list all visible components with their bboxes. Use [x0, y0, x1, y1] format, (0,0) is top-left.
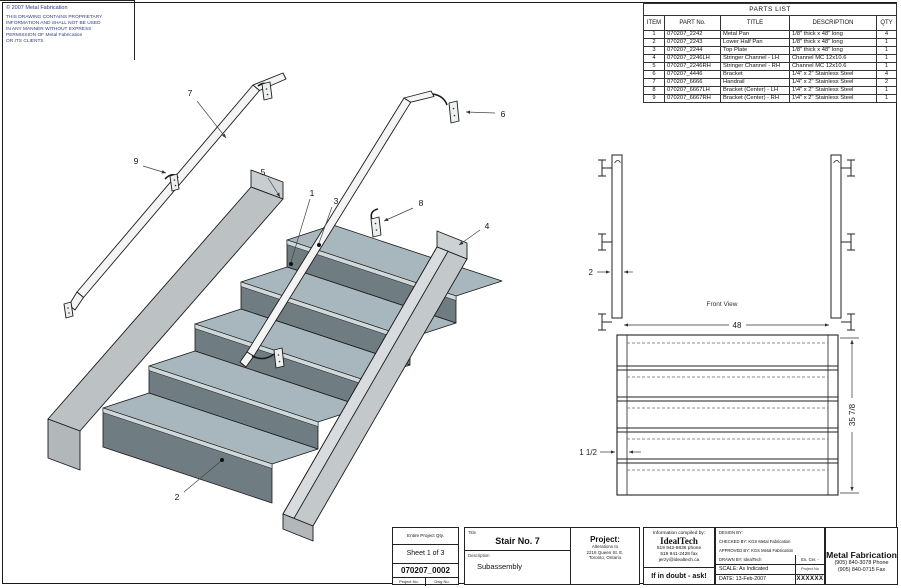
dim-overall-height: 35 7/8 [848, 403, 857, 426]
col-part-no: PART No. [664, 15, 721, 31]
drawn-by-row: DRAWN BY: IdealTech En. Cer. - [716, 555, 824, 564]
dwg-no-label: Dwg No. [434, 579, 450, 584]
company-fax: (905) 840-0715 Fax [837, 566, 886, 573]
en-cer: En. Cer. - [795, 555, 824, 564]
front-view-caption: Front View [707, 301, 738, 308]
number-labels: Project No. Dwg No. [393, 577, 458, 586]
front-dimensions [597, 270, 859, 494]
balloon-1: 1 [310, 188, 315, 198]
front-view: 2 48 35 7/8 1 1/2 Front View [579, 154, 859, 496]
project-no-value: XXXXXX [795, 575, 824, 584]
approved-by: APPROVED BY: KGS Metal Fabrication [719, 548, 794, 553]
bracket-mark [598, 159, 612, 331]
handrail-right [239, 90, 460, 369]
col-qty: QTY [875, 15, 898, 31]
parts-list-table: PARTS LIST ITEM PART No. TITLE DESCRIPTI… [642, 3, 898, 103]
info-company: IdealTech [660, 536, 698, 546]
isometric-view: 1 2 3 4 5 6 7 8 9 [47, 72, 506, 542]
front-bracket-marks [598, 159, 855, 331]
info-phone: 519 942-9836 phone [656, 546, 702, 551]
balloon-4: 4 [485, 221, 490, 231]
balloon-leaders [142, 100, 496, 493]
front-posts [611, 154, 842, 319]
balloon-2: 2 [175, 492, 180, 502]
parts-list-title: PARTS LIST [642, 3, 898, 16]
hidden-lines [627, 342, 828, 471]
motto: If in doubt - ask! [644, 567, 714, 580]
col-title: TITLE [720, 15, 790, 31]
drawn-by: DRAWN BY: IdealTech [719, 557, 762, 562]
info-email: jerzy@idealtech.ca [658, 557, 700, 563]
scale-row: SCALE: As Indicated Project No [716, 564, 824, 574]
col-description: DESCRIPTION [789, 15, 877, 31]
project-no-label: Project No. [393, 578, 426, 586]
checked-by: CHECKED BY: KGS Metal Fabrication [719, 539, 791, 544]
tread-edge-lines [617, 365, 838, 464]
company-phone: (905) 840-3078 Phone [834, 560, 889, 566]
drawing-title: Stair No. 7 [465, 535, 570, 551]
project-label: Project: [590, 535, 620, 544]
dim-overall-width: 48 [733, 321, 742, 330]
sheet-count: Sheet 1 of 3 [393, 545, 458, 564]
dim-post-width: 2 [589, 268, 594, 277]
balloon-6: 6 [501, 109, 506, 119]
handrail-right-mid-bracket [370, 208, 382, 238]
col-item: ITEM [643, 15, 665, 31]
title-description: Title Stair No. 7 Description Subassembl… [465, 528, 571, 584]
stringer-channel-right [282, 230, 468, 542]
description-label: Description [468, 553, 490, 558]
handrail-left-top-bracket [257, 81, 273, 101]
handrail-right-center-bracket [251, 347, 285, 369]
info-fax: 519 941-2428 fax [660, 551, 698, 557]
handrail-left-mid-bracket [164, 173, 180, 192]
design-by: DESIGN BY: [719, 530, 743, 535]
title-label: Title [468, 530, 476, 535]
stringer-channel-left [47, 169, 284, 471]
date-row: DATE: 13-Feb-2007 XXXXXX [716, 574, 824, 584]
front-dim-text: 2 48 35 7/8 1 1/2 [579, 268, 857, 457]
entire-project-qty-label: Entire Project Qty. [393, 528, 458, 545]
info-label: Information compiled by: [652, 531, 706, 536]
balloon-8: 8 [419, 198, 424, 208]
drawing-number: 070207_0002 [401, 566, 450, 575]
balloon-labels: 1 2 3 4 5 6 7 8 9 [134, 88, 506, 502]
sheet-number-block: Entire Project Qty. Sheet 1 of 3 070207_… [392, 527, 459, 586]
balloon-5: 5 [261, 167, 266, 177]
company-block: Metal Fabrication (905) 840-3078 Phone (… [825, 527, 898, 585]
copyright-box: © 2007 Metal Fabrication THIS DRAWING CO… [0, 0, 135, 60]
drawing-description: Subassembly [477, 562, 523, 571]
handrail-left-bottom-bracket [63, 301, 74, 319]
info-block: Information compiled by: IdealTech 519 9… [643, 527, 715, 585]
handrail-left [63, 72, 287, 319]
project-no-small: Project No [795, 565, 824, 574]
front-step-stack [616, 334, 839, 496]
dim-flange: 1 1/2 [579, 448, 597, 457]
balloon-3: 3 [334, 196, 339, 206]
title-block: Title Stair No. 7 Description Subassembl… [464, 527, 640, 585]
company-name: Metal Fabrication [826, 550, 897, 560]
copyright-line: © 2007 Metal Fabrication [6, 5, 68, 11]
scale-value: SCALE: As Indicated [719, 566, 769, 572]
balloon-7: 7 [188, 88, 193, 98]
bracket-mark [841, 159, 855, 331]
balloon-9: 9 [134, 156, 139, 166]
date-value: DATE: 13-Feb-2007 [719, 576, 767, 582]
signoff-block: DESIGN BY: CHECKED BY: KGS Metal Fabrica… [715, 527, 825, 585]
handrail-right-top-bracket [432, 93, 460, 124]
